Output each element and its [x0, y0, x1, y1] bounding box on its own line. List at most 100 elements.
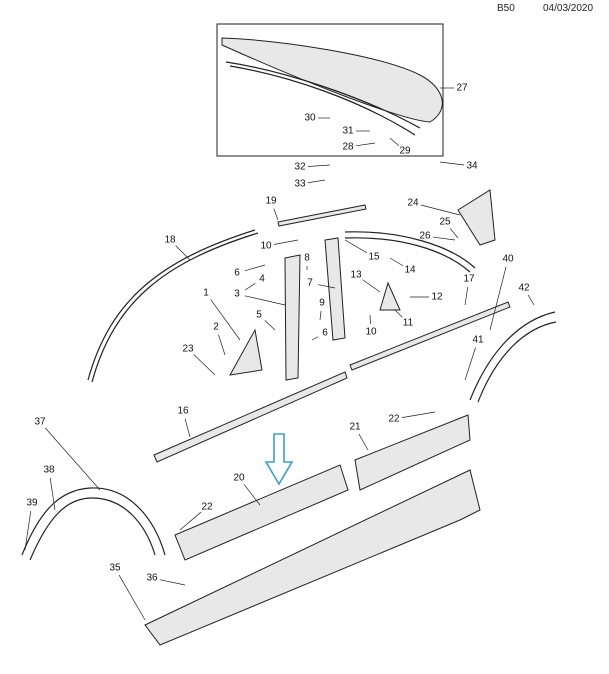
callout-5: 5	[256, 310, 262, 321]
callout-23: 23	[182, 344, 194, 355]
highlight-arrow	[264, 433, 294, 486]
callout-10: 10	[260, 241, 272, 252]
spoiler-part	[221, 37, 443, 136]
callout-17: 17	[463, 274, 475, 285]
callout-7: 7	[307, 278, 313, 289]
diagram-date: 04/03/2020	[543, 3, 594, 14]
sill-35	[144, 469, 481, 646]
leader-line	[464, 286, 469, 306]
leader-line	[432, 236, 456, 241]
leader-line	[389, 257, 404, 267]
callout-31: 31	[342, 126, 354, 137]
callout-35: 35	[109, 563, 121, 574]
trim-19	[277, 204, 367, 227]
leader-line	[210, 299, 241, 341]
callout-20: 20	[233, 473, 245, 484]
leader-line	[527, 294, 535, 306]
callout-6: 6	[234, 268, 240, 279]
triangle-1	[229, 328, 263, 376]
pillar-24	[457, 189, 496, 246]
leader-line	[244, 295, 286, 306]
leader-line	[179, 511, 202, 531]
callout-22: 22	[388, 414, 400, 425]
callout-2: 2	[213, 322, 219, 333]
leader-line	[358, 433, 369, 451]
callout-21: 21	[349, 422, 361, 433]
callout-15: 15	[368, 252, 380, 263]
leader-line	[159, 579, 186, 586]
callout-28: 28	[342, 142, 354, 153]
callout-11: 11	[403, 318, 414, 329]
leader-line	[311, 336, 319, 341]
leader-line	[193, 354, 216, 376]
belt-17	[349, 301, 511, 371]
leader-line	[273, 239, 299, 245]
callout-39: 39	[26, 498, 38, 509]
diagram-code: B50	[497, 3, 515, 14]
pillar-7	[324, 237, 346, 341]
callout-24: 24	[407, 198, 419, 209]
leader-line	[307, 164, 331, 167]
triangle-13	[379, 281, 401, 311]
callout-29: 29	[399, 146, 411, 157]
pillar-8	[284, 254, 301, 381]
callout-8: 8	[304, 253, 310, 264]
arch-40	[469, 311, 557, 403]
leader-line	[420, 204, 461, 216]
leader-line	[49, 477, 56, 511]
callout-10: 10	[365, 327, 377, 338]
leader-line	[307, 179, 326, 184]
trim-18	[87, 229, 259, 383]
leader-line	[184, 418, 191, 438]
leader-line	[355, 142, 376, 147]
inset-frame	[216, 23, 444, 157]
belt-16	[153, 371, 348, 463]
callout-42: 42	[518, 283, 530, 294]
callout-9: 9	[319, 298, 325, 309]
callout-19: 19	[265, 196, 277, 207]
leader-line	[45, 427, 101, 491]
callout-13: 13	[350, 270, 362, 281]
leader-line	[464, 347, 476, 381]
leader-line	[319, 310, 322, 321]
leader-line	[244, 264, 266, 272]
leader-line	[449, 227, 459, 239]
arch-37	[21, 487, 166, 561]
callout-34: 34	[466, 161, 478, 172]
leader-line	[394, 309, 403, 318]
leader-line	[273, 208, 279, 221]
leader-line	[317, 284, 336, 289]
molding-20	[174, 464, 349, 561]
callout-40: 40	[502, 254, 514, 265]
callout-25: 25	[439, 217, 451, 228]
callout-26: 26	[419, 231, 431, 242]
callout-4: 4	[259, 274, 265, 285]
callout-41: 41	[472, 335, 484, 346]
callout-1: 1	[203, 288, 209, 299]
callout-22: 22	[201, 502, 213, 513]
callout-36: 36	[146, 573, 158, 584]
leader-line	[369, 314, 371, 325]
leader-line	[389, 137, 400, 147]
leader-line	[218, 334, 226, 356]
callout-33: 33	[294, 179, 306, 190]
leader-line	[244, 283, 256, 291]
leader-line	[489, 266, 507, 331]
leader-line	[243, 484, 261, 506]
molding-21	[354, 414, 471, 491]
callout-32: 32	[294, 162, 306, 173]
callout-38: 38	[43, 465, 55, 476]
leader-line	[24, 510, 32, 551]
callout-30: 30	[304, 113, 316, 124]
callout-37: 37	[34, 417, 46, 428]
callout-18: 18	[164, 235, 176, 246]
trim-14	[344, 231, 476, 273]
leader-line	[401, 411, 436, 418]
leader-line	[344, 239, 368, 254]
callout-3: 3	[234, 289, 240, 300]
leader-line	[362, 279, 381, 293]
leader-line	[264, 320, 276, 331]
callout-16: 16	[177, 406, 189, 417]
